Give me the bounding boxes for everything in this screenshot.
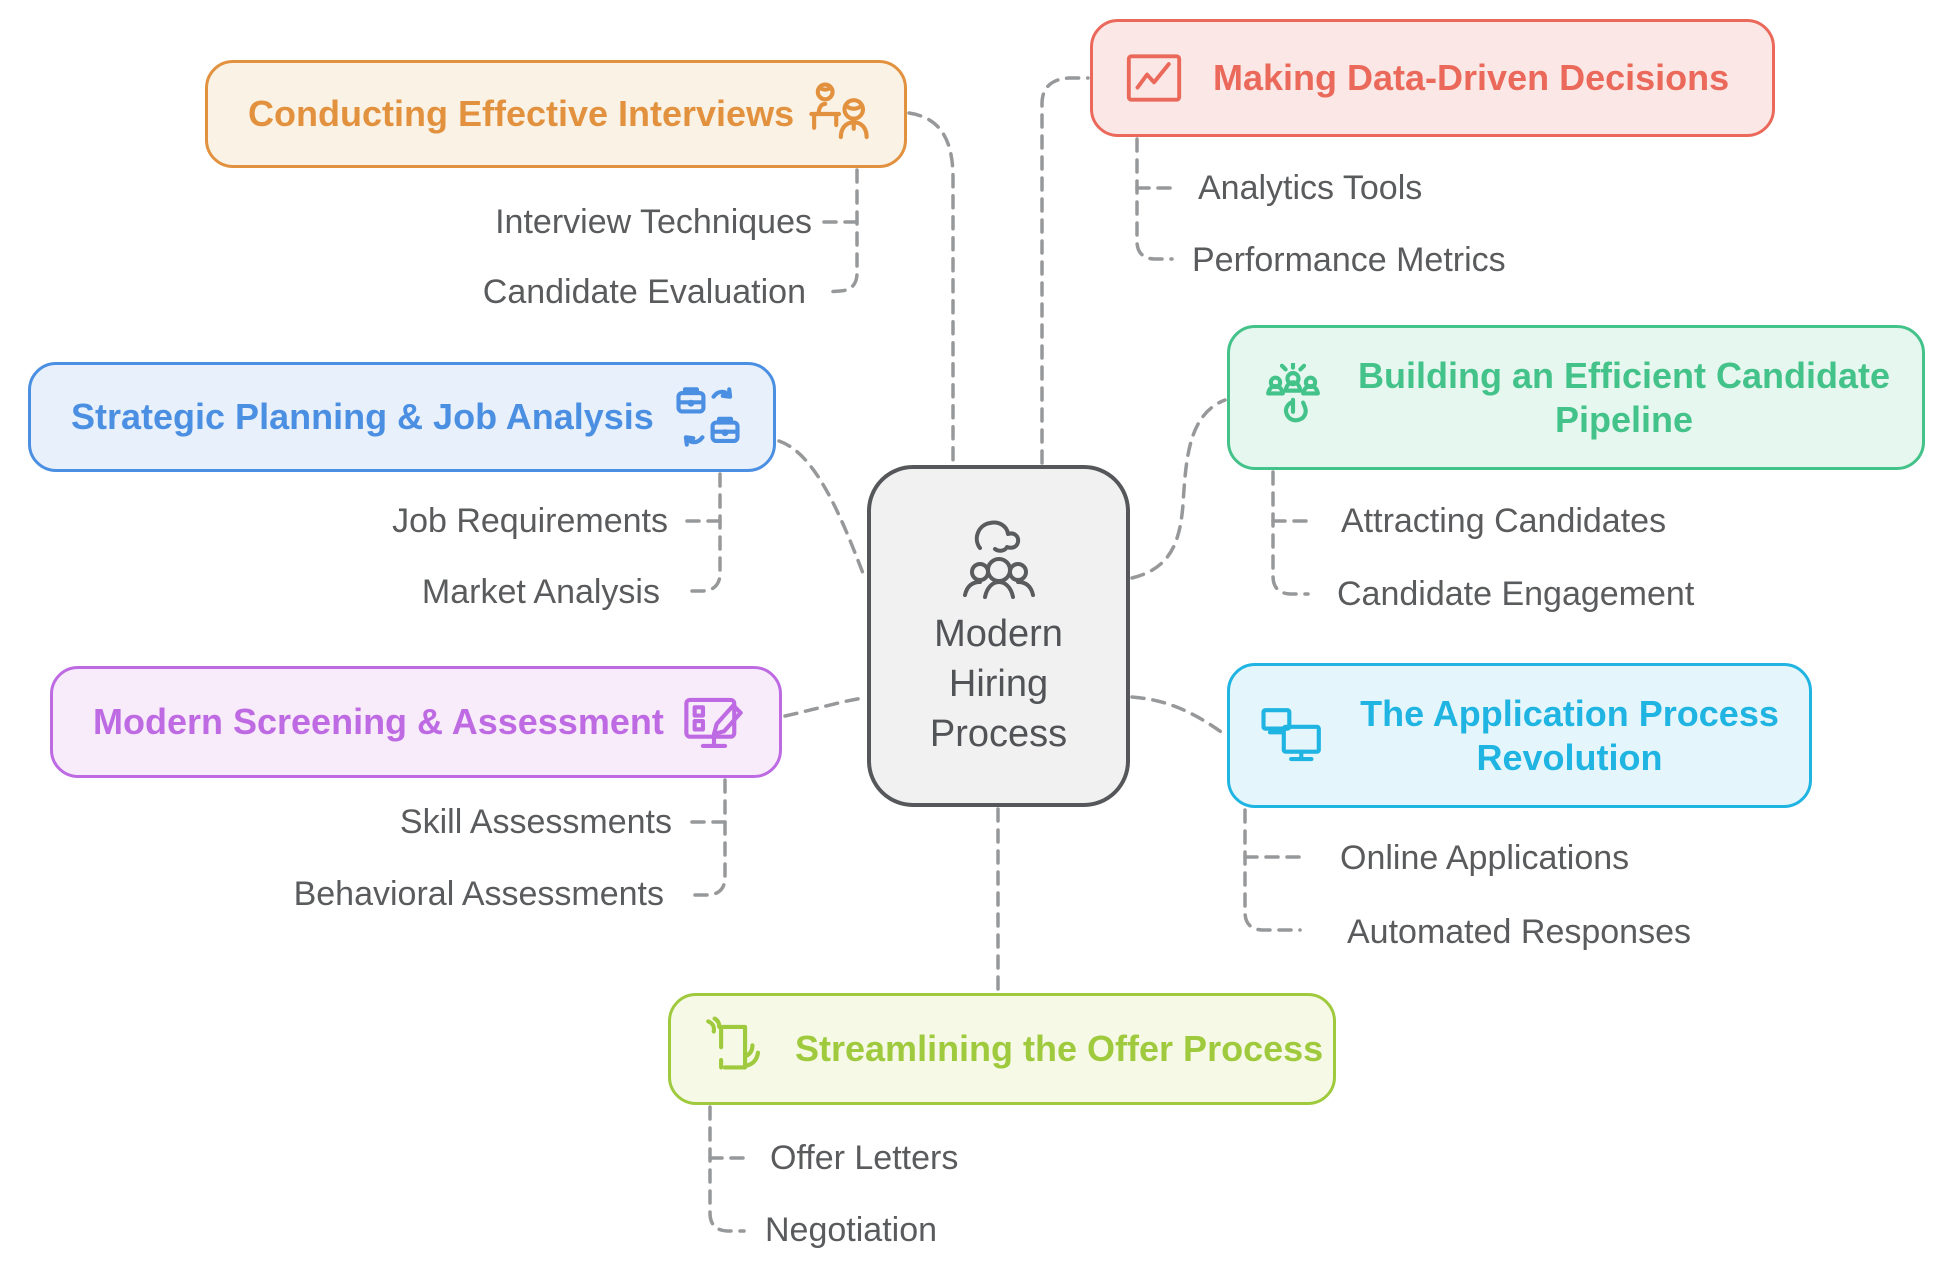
child-label-interview-techniques: Interview Techniques [495,203,812,241]
child-label-automated-responses: Automated Responses [1347,913,1691,951]
child-label-performance-metrics: Performance Metrics [1192,241,1506,279]
child-label-job-requirements: Job Requirements [392,502,668,540]
connector-data-center [1040,76,1090,465]
child-label-skill-assessments: Skill Assessments [399,803,672,841]
screen-edit-icon [679,687,749,757]
center-line-2: Hiring [948,662,1049,705]
section-label-building-efficient-candidate-pipeline: Building an Efficient Candidate Pipeline [1357,354,1891,440]
interview-desk-icon [804,79,874,149]
offer-document-hands-icon [699,1014,769,1084]
section-label-application-process-revolution: The Application Process Revolution [1360,692,1779,778]
section-label-making-data-driven-decisions: Making Data-Driven Decisions [1213,57,1730,99]
connector-screening-center [783,696,865,718]
trend-chart-icon [1121,45,1187,111]
section-box-building-efficient-candidate-pipeline: Building an Efficient Candidate Pipeline [1227,325,1925,470]
child-label-online-applications: Online Applications [1340,839,1630,877]
child-label-negotiation: Negotiation [765,1211,938,1249]
connector-planning-center [777,439,866,578]
section-box-conducting-effective-interviews: Conducting Effective Interviews [205,60,907,168]
center-node-title: Modern Hiring Process [930,609,1067,759]
section-label-modern-screening-assessment: Modern Screening & Assessment [93,701,664,743]
section-label-streamlining-offer-process: Streamlining the Offer Process [795,1028,1324,1070]
child-label-market-analysis: Market Analysis [421,573,660,611]
center-node-modern-hiring-process: Modern Hiring Process [867,465,1130,807]
candidate-group-select-icon [1258,362,1328,433]
dual-monitor-icon [1258,701,1328,771]
child-label-attracting-candidates: Attracting Candidates [1341,502,1667,540]
section-box-modern-screening-assessment: Modern Screening & Assessment [50,666,782,778]
hiring-hand-over-people-icon [951,513,1047,609]
section-label-conducting-effective-interviews: Conducting Effective Interviews [248,93,795,135]
child-label-candidate-evaluation: Candidate Evaluation [482,273,806,311]
child-label-analytics-tools: Analytics Tools [1198,169,1423,207]
center-line-1: Modern [934,612,1063,655]
connector-interviews-center [907,111,955,465]
child-label-behavioral-assessments: Behavioral Assessments [293,875,664,913]
section-box-application-process-revolution: The Application Process Revolution [1227,663,1812,808]
section-label-strategic-planning-job-analysis: Strategic Planning & Job Analysis [71,396,654,438]
section-box-making-data-driven-decisions: Making Data-Driven Decisions [1090,19,1775,137]
child-label-offer-letters: Offer Letters [770,1139,959,1177]
connector-pipeline-center [1130,398,1227,580]
section-box-streamlining-offer-process: Streamlining the Offer Process [668,993,1336,1105]
connector-application-center [1130,695,1226,736]
briefcase-swap-icon [673,382,743,452]
center-line-3: Process [929,713,1068,756]
child-label-candidate-engagement: Candidate Engagement [1337,575,1695,613]
section-box-strategic-planning-job-analysis: Strategic Planning & Job Analysis [28,362,776,472]
